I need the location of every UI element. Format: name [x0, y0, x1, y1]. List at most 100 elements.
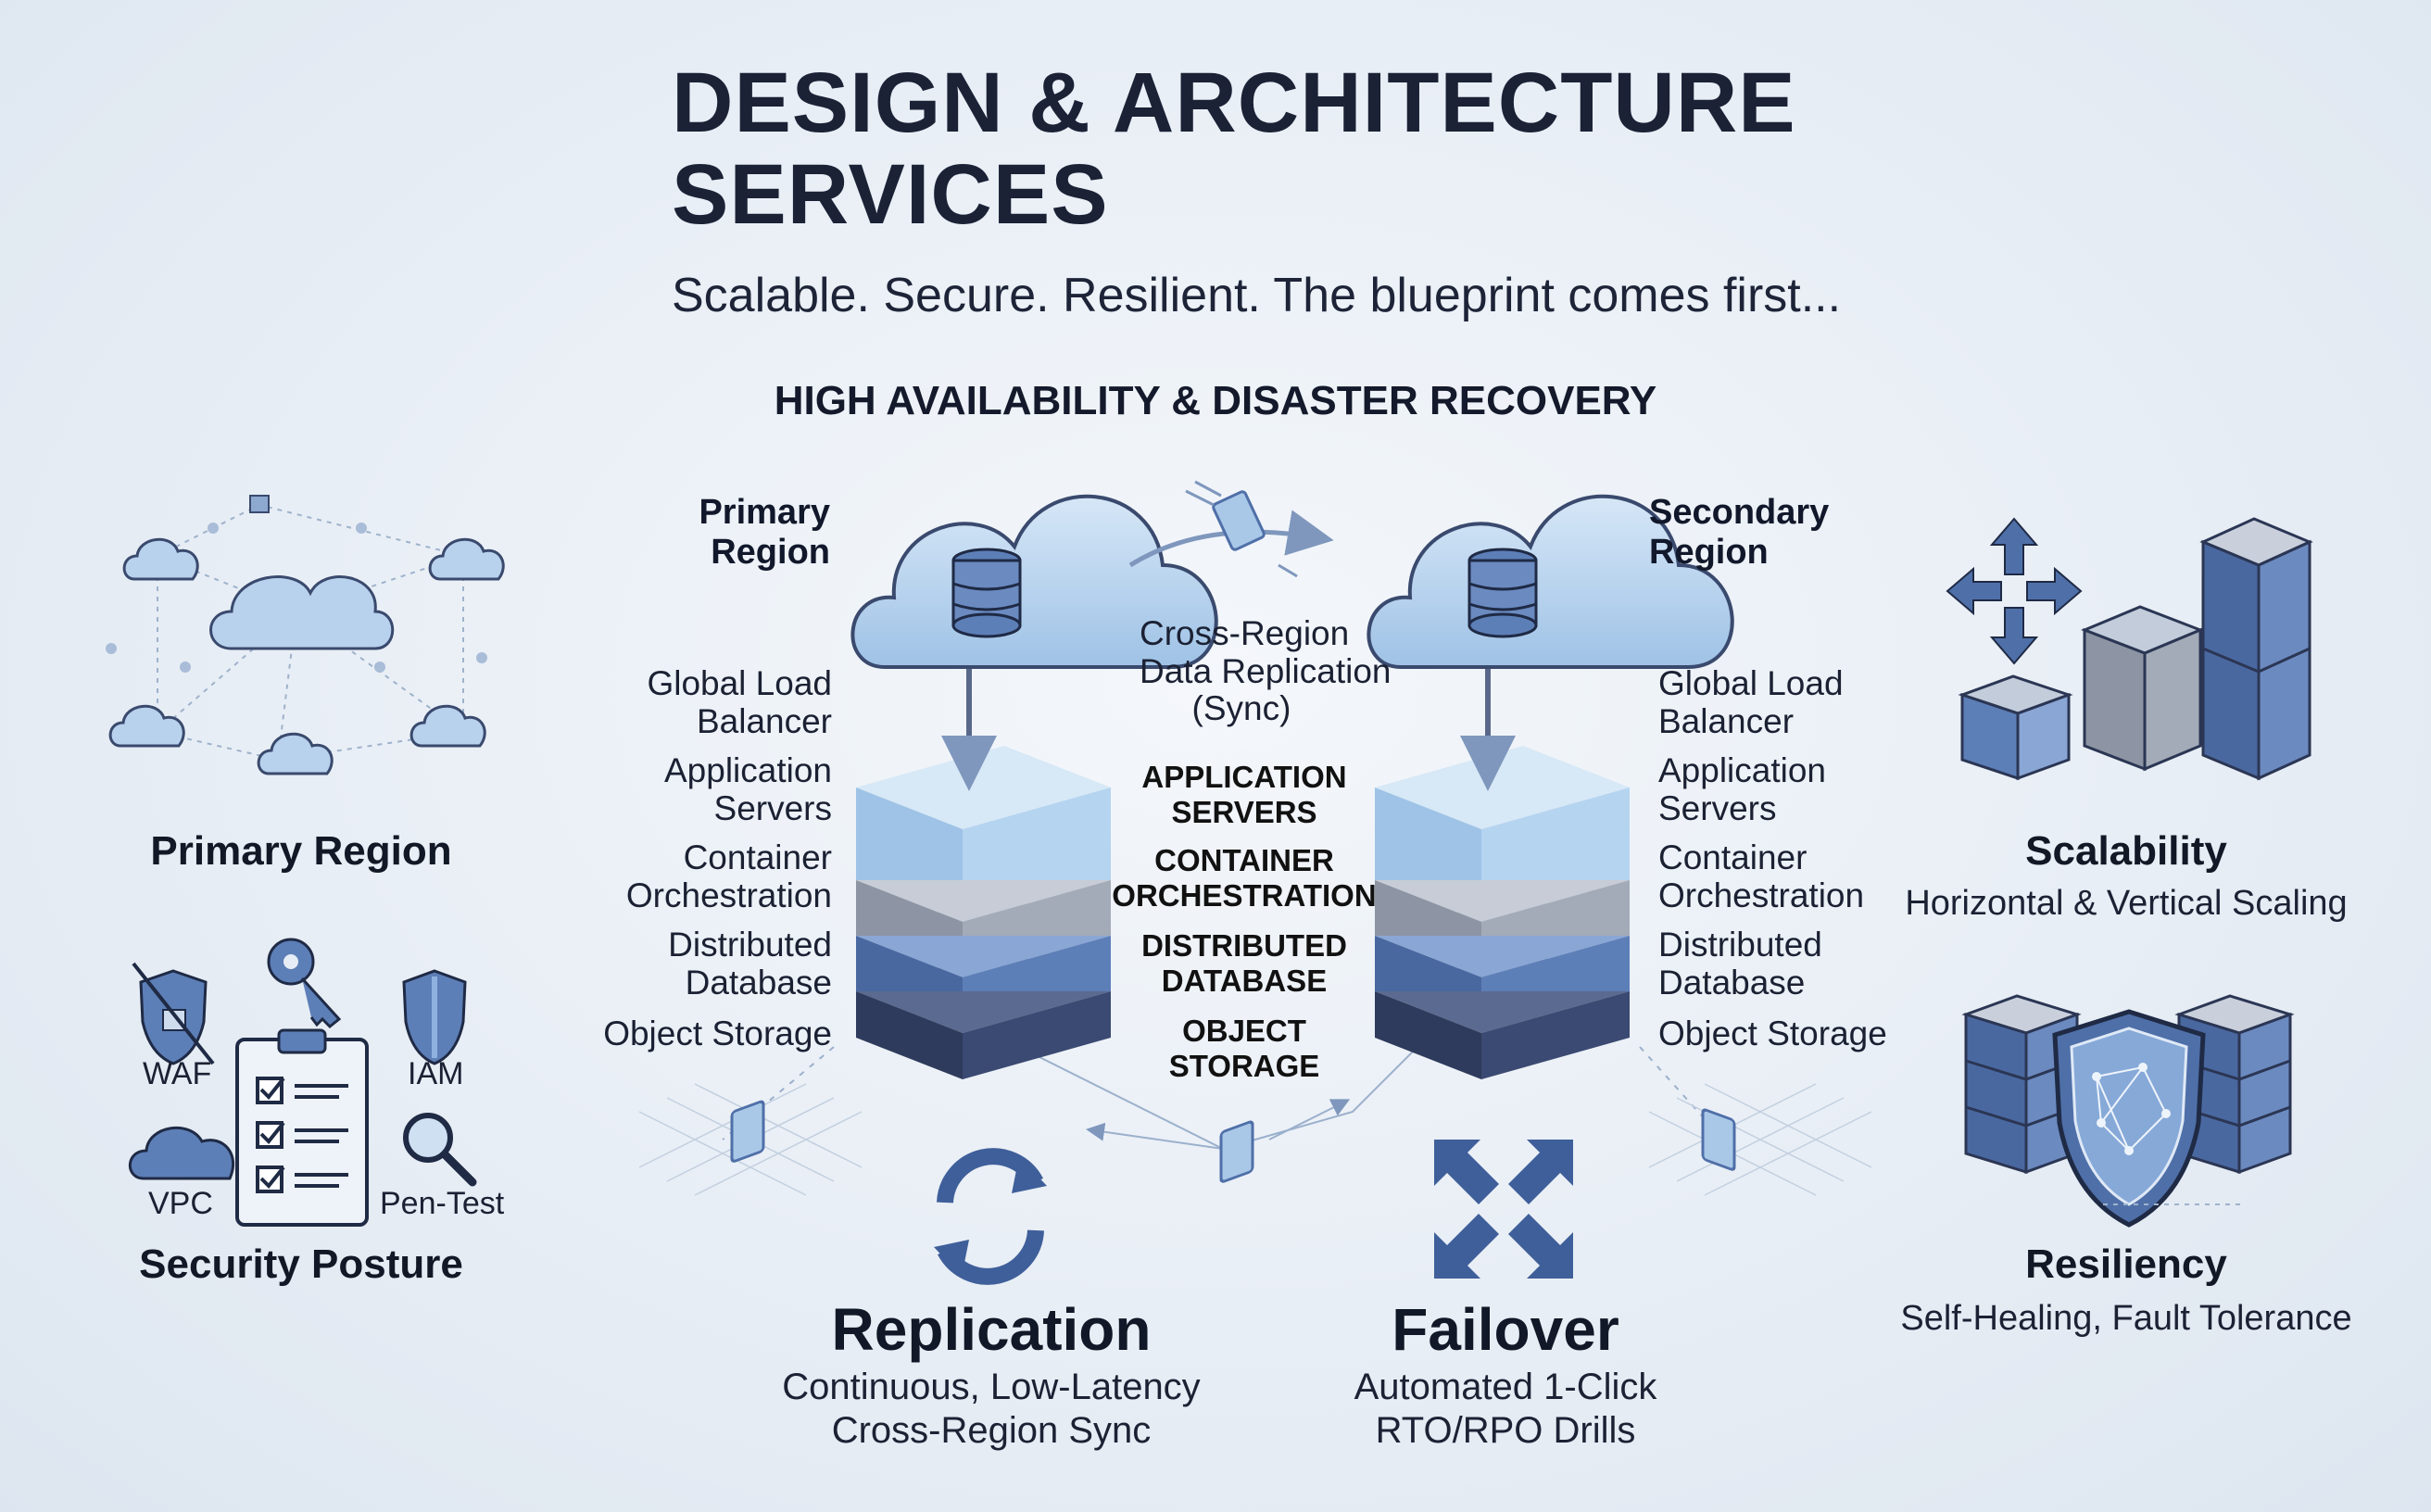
secondary-region-line2: Region [1649, 532, 1769, 572]
node-icon [249, 495, 270, 513]
primary-region-label: Primary Region [639, 493, 830, 573]
layer-label-container-left: Container Orchestration [556, 838, 832, 914]
cloud-icon [122, 537, 199, 581]
iam-label: IAM [408, 1056, 464, 1091]
resiliency-icons [1961, 994, 2295, 1228]
layer-label-storage-right: Object Storage [1658, 1014, 1887, 1052]
layer-label-line: Application [1658, 751, 1827, 789]
secondary-cloud-icon [1367, 494, 1734, 669]
layer-label-line: Orchestration [625, 876, 832, 914]
scalability-icons [1946, 517, 2313, 781]
center-label-line: STORAGE [1168, 1048, 1320, 1083]
stack-layer-application [1375, 746, 1630, 880]
replication-link-line3: (Sync) [1191, 689, 1291, 728]
replication-cycle-icon [934, 1148, 1047, 1285]
replication-description: Continuous, Low-Latency Cross-Region Syn… [760, 1366, 1223, 1453]
cross-region-replication-label: Cross-Region Data Replication (Sync) [1140, 614, 1391, 728]
layer-label-line: Global Load [1658, 664, 1844, 702]
iam-shield-icon [402, 969, 467, 1065]
replication-arrow-icon [1128, 480, 1334, 578]
resiliency-title: Resiliency [2025, 1241, 2227, 1287]
security-posture-icons [128, 938, 477, 1227]
floor-grid-right [1648, 1083, 1872, 1196]
center-label-line: SERVERS [1171, 794, 1317, 829]
center-label-line: APPLICATION [1141, 760, 1347, 794]
layer-label-line: Database [1658, 963, 1806, 1002]
layer-label-database-right: Distributed Database [1658, 926, 1822, 1002]
cloud-icon [428, 537, 505, 581]
magnifier-icon [403, 1113, 477, 1187]
waf-label: WAF [143, 1056, 212, 1091]
connection-line [1268, 1099, 1351, 1140]
layer-label-database-left: Distributed Database [556, 926, 832, 1002]
cloud-icon [257, 732, 334, 775]
cloud-icon [409, 704, 486, 748]
network-caption: Primary Region [150, 828, 452, 874]
secondary-region-label: Secondary Region [1649, 493, 1829, 573]
failover-title: Failover [1392, 1296, 1619, 1363]
failover-description: Automated 1-Click RTO/RPO Drills [1274, 1366, 1737, 1453]
cloud-icon [209, 575, 395, 650]
pentest-label: Pen-Test [380, 1186, 505, 1221]
layer-label-line: Distributed [668, 926, 832, 964]
page-title-line1: DESIGN & ARCHITECTURE [672, 56, 1796, 150]
replication-line1: Continuous, Low-Latency [782, 1367, 1201, 1407]
secondary-region-stack [1375, 602, 1630, 1079]
center-label-application: APPLICATION SERVERS [1112, 760, 1377, 829]
layer-label-line: Container [1658, 838, 1808, 876]
center-label-storage: OBJECT STORAGE [1112, 1014, 1377, 1083]
server-tall-icon [2199, 517, 2313, 781]
resiliency-subtitle: Self-Healing, Fault Tolerance [1900, 1299, 2352, 1338]
page-title: DESIGN & ARCHITECTURE SERVICES [672, 57, 1796, 242]
center-label-line: CONTAINER [1154, 843, 1334, 877]
replication-title: Replication [831, 1296, 1152, 1363]
center-label-line: DATABASE [1161, 963, 1328, 998]
data-packet-icon [1701, 1108, 1736, 1171]
failover-line1: Automated 1-Click [1354, 1367, 1657, 1407]
layer-label-line: Container [683, 838, 832, 876]
stack-layer-application [856, 746, 1111, 880]
vpc-cloud-icon [128, 1126, 235, 1180]
server-small-icon [1958, 674, 2073, 781]
failover-arrows-icon [1434, 1140, 1573, 1279]
primary-region-stack [856, 602, 1111, 1079]
secondary-region-line1: Secondary [1649, 493, 1830, 532]
layer-label-load-balancer-right: Global Load Balancer [1658, 664, 1844, 740]
failover-line2: RTO/RPO Drills [1375, 1410, 1636, 1452]
network-cluster-icon [106, 495, 505, 775]
database-icon [1467, 548, 1538, 638]
waf-shield-icon [132, 962, 215, 1065]
scalability-title: Scalability [2025, 828, 2227, 874]
database-icon [951, 548, 1022, 638]
layer-label-line: Database [685, 963, 832, 1002]
data-packet-icon [730, 1100, 765, 1163]
key-icon [267, 938, 342, 1029]
primary-cloud-icon [850, 494, 1218, 669]
primary-region-line2: Region [711, 532, 830, 572]
section-title: HIGH AVAILABILITY & DISASTER RECOVERY [774, 378, 1657, 423]
center-label-container: CONTAINER ORCHESTRATION [1112, 843, 1377, 913]
layer-label-line: Balancer [1658, 701, 1795, 740]
vpc-label: VPC [148, 1186, 213, 1221]
data-packet-icon [1219, 1120, 1254, 1183]
layer-label-line: Balancer [696, 701, 832, 740]
server-medium-icon [2080, 605, 2205, 772]
move-arrows-icon [1946, 517, 2083, 665]
replication-link-line1: Cross-Region [1140, 614, 1350, 652]
connection-line [1086, 1122, 1224, 1150]
layer-label-line: Servers [713, 788, 832, 827]
center-label-line: DISTRIBUTED [1141, 928, 1347, 963]
layer-label-application-left: Application Servers [556, 751, 832, 827]
security-posture-caption: Security Posture [139, 1241, 463, 1287]
cloud-icon [108, 704, 185, 748]
layer-label-application-right: Application Servers [1658, 751, 1827, 827]
layer-label-line: Orchestration [1658, 876, 1865, 914]
layer-label-container-right: Container Orchestration [1658, 838, 1865, 914]
page-subtitle: Scalable. Secure. Resilient. The bluepri… [672, 269, 1842, 322]
shield-network-icon [2052, 1009, 2206, 1228]
center-label-line: ORCHESTRATION [1112, 877, 1377, 913]
layer-label-storage-left: Object Storage [603, 1014, 832, 1052]
layer-label-line: Servers [1658, 788, 1777, 827]
layer-label-line: Distributed [1658, 926, 1822, 964]
